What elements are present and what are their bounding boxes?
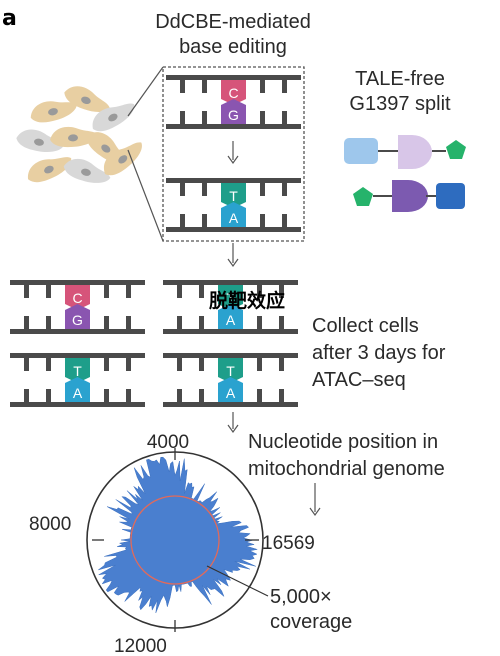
- collect-line3: ATAC–seq: [312, 369, 406, 391]
- coverage-plot: [86, 448, 264, 632]
- zoom-line-top: [127, 66, 164, 117]
- arrow-edit-head: [227, 155, 239, 165]
- watermark: 脱靶效应: [209, 289, 285, 312]
- svg-text:A: A: [73, 385, 83, 401]
- zoom-line-bottom: [127, 149, 164, 242]
- tale-line2: G1397 split: [349, 93, 451, 115]
- svg-text:G: G: [72, 312, 83, 328]
- nucleotide-line1: Nucleotide position in: [248, 431, 438, 453]
- coverage-pointer: [206, 565, 269, 597]
- svg-text:A: A: [229, 210, 239, 226]
- dna-edited-zoom: T A: [166, 178, 301, 232]
- svg-text:G: G: [228, 107, 239, 123]
- dna-unedited-zoom: C G: [166, 75, 301, 129]
- tick-label-8000: 8000: [29, 514, 71, 535]
- arrow-collect-head: [227, 258, 239, 268]
- heading-line1: DdCBE-mediated: [155, 11, 311, 33]
- collect-line1: Collect cells: [312, 315, 419, 337]
- svg-text:A: A: [226, 385, 236, 401]
- panel-label: a: [2, 6, 17, 31]
- coverage-threshold-ring: [130, 495, 220, 585]
- tick-label-12000: 12000: [114, 636, 167, 656]
- tick-label-4000: 4000: [147, 432, 189, 453]
- svg-text:C: C: [72, 290, 82, 306]
- svg-text:T: T: [226, 290, 235, 306]
- svg-text:T: T: [73, 363, 82, 379]
- svg-text:A: A: [226, 312, 236, 328]
- split-deaminase-half-2: [353, 180, 465, 212]
- cell-cluster-illustration: [14, 81, 148, 188]
- nucleotide-line2: mitochondrial genome: [248, 458, 445, 480]
- heading-line2: base editing: [179, 36, 287, 58]
- svg-text:C: C: [228, 85, 238, 101]
- split-deaminase-half-1: [344, 135, 466, 169]
- coverage-line2: coverage: [270, 611, 352, 633]
- dna-population-unedited: C G: [10, 280, 145, 334]
- arrow-seq-head: [227, 424, 239, 434]
- dna-population-edited-1: T A: [163, 280, 298, 334]
- arrow-nucleotide-head: [309, 507, 321, 517]
- coverage-line1: 5,000×: [270, 586, 332, 608]
- dna-population-edited-3: T A: [163, 353, 298, 407]
- tick-label-16569: 16569: [262, 533, 315, 554]
- svg-text:T: T: [226, 363, 235, 379]
- tale-line1: TALE-free: [355, 68, 445, 90]
- zoom-box: [162, 66, 305, 242]
- svg-text:T: T: [229, 188, 238, 204]
- coverage-profile: [98, 456, 258, 613]
- collect-line2: after 3 days for: [312, 342, 446, 364]
- dna-population-edited-2: T A: [10, 353, 145, 407]
